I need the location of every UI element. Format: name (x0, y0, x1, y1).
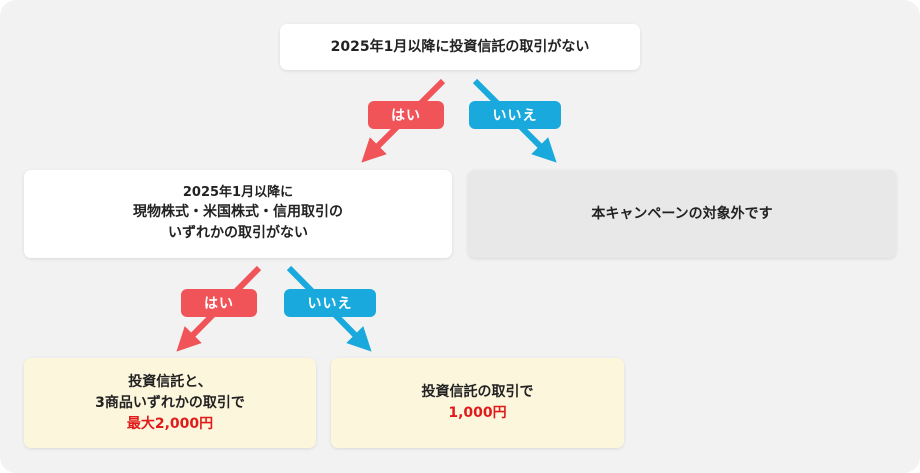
result-yes-box: 投資信託と、 3商品いずれかの取引で 最大2,000円 (24, 358, 316, 448)
q2-yes-badge: はい (181, 289, 257, 317)
result-yes-line-1: 投資信託と、 (128, 373, 212, 390)
result-no-reward: 1,000円 (448, 405, 507, 421)
excluded-text: 本キャンペーンの対象外です (591, 205, 773, 222)
question-2-line-2: 現物株式・米国株式・信用取引の (133, 204, 343, 220)
result-yes-line-2: 3商品いずれかの取引で (95, 394, 245, 411)
result-no-box: 投資信託の取引で 1,000円 (331, 358, 624, 448)
result-yes-reward: 最大2,000円 (126, 415, 214, 432)
q1-yes-badge: はい (368, 101, 444, 129)
q2-no-label: いいえ (307, 296, 353, 312)
excluded-box: 本キャンペーンの対象外です (468, 170, 896, 258)
q2-yes-label: はい (204, 296, 234, 312)
question-2-box: 2025年1月以降に 現物株式・米国株式・信用取引の いずれかの取引がない (24, 170, 452, 258)
q1-yes-label: はい (391, 108, 421, 124)
q2-no-badge: いいえ (284, 289, 376, 317)
question-2-line-1: 2025年1月以降に (182, 185, 294, 200)
q1-no-label: いいえ (492, 108, 538, 124)
result-no-line-1: 投資信託の取引で (421, 384, 534, 400)
q1-no-badge: いいえ (469, 101, 561, 129)
question-1-box: 2025年1月以降に投資信託の取引がない (280, 24, 640, 70)
question-2-line-3: いずれかの取引がない (168, 225, 308, 241)
question-1-text: 2025年1月以降に投資信託の取引がない (330, 38, 590, 55)
